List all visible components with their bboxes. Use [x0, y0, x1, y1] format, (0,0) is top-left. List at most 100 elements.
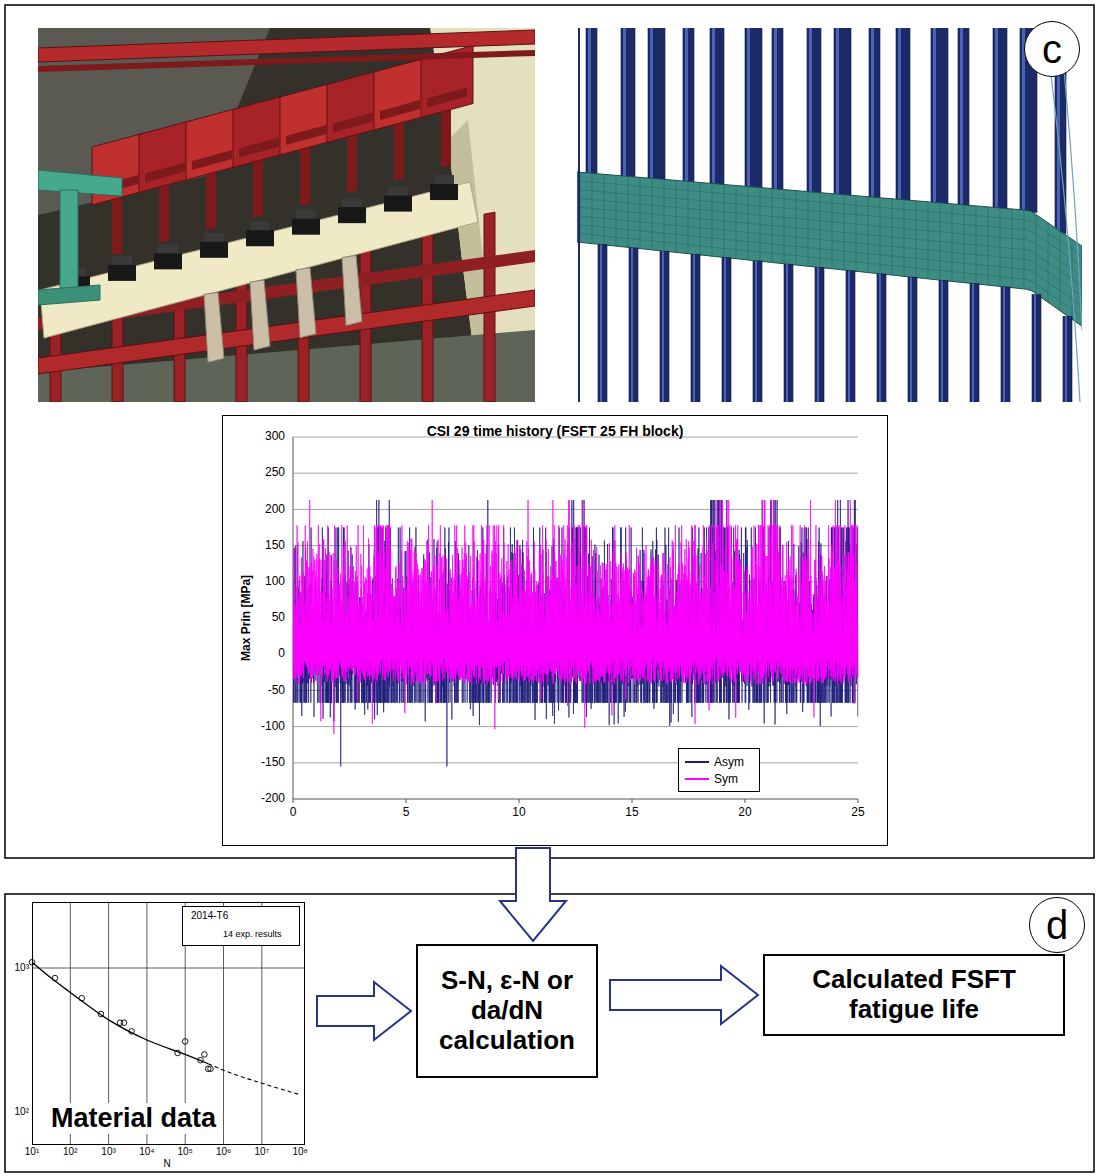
test-rig-photo-part: [250, 221, 270, 231]
time-history-plot-part: [293, 799, 294, 803]
sn-curve-plot-part: [208, 1064, 300, 1095]
finite-element-model-part: [976, 206, 977, 284]
finite-element-model-part: [1001, 287, 1010, 402]
finite-element-model-part: [577, 216, 1082, 296]
time-history-plot-part: [745, 799, 746, 803]
finite-element-model-part: [880, 198, 881, 274]
test-rig-photo-part: [204, 233, 224, 243]
finite-element-model-part: [931, 28, 948, 205]
axis-tick: 150: [265, 539, 285, 553]
process-box: S-N, ε-N or da/dN calculation: [416, 944, 598, 1078]
time-history-plot-part: [293, 799, 858, 800]
finite-element-model-part: [808, 192, 809, 267]
finite-element-model-part: [784, 264, 793, 402]
finite-element-model-part: [868, 197, 869, 273]
panel-letter: c: [1024, 21, 1080, 77]
chart-title: CSI 29 time history (FSFT 25 FH block): [223, 416, 887, 440]
finite-element-model-part: [1003, 287, 1005, 402]
finite-element-model-part: [745, 28, 762, 189]
finite-element-model-part: [712, 28, 715, 186]
log-tick: 10⁶: [216, 1146, 231, 1158]
log-tick: 10²: [15, 1106, 29, 1118]
finite-element-model-part: [691, 254, 700, 402]
finite-element-model-part: [648, 28, 665, 181]
test-rig-photo-part: [296, 268, 316, 338]
panel-letter-text: d: [1046, 902, 1068, 948]
finite-element-model-part: [629, 248, 638, 402]
finite-element-model-part: [908, 277, 917, 402]
test-rig-photo-part: [38, 170, 122, 196]
finite-element-model-part: [933, 28, 936, 205]
finite-element-model-part: [747, 28, 750, 189]
finite-element-model-part: [807, 28, 821, 194]
result-box: Calculated FSFT fatigue life: [763, 954, 1065, 1036]
plot-caption: Material data: [51, 1103, 216, 1134]
chart-legend: AsymSym: [678, 748, 760, 792]
sn-curve-plot-part: [175, 1050, 181, 1056]
finite-element-model-part: [970, 284, 979, 402]
finite-element-model-part: [724, 184, 725, 257]
material-legend-box: 2014-T614 exp. results: [182, 906, 300, 946]
test-rig-photo-part: [139, 121, 191, 193]
block-arrow: [610, 966, 758, 1024]
finite-element-model-part: [877, 274, 886, 402]
test-rig-photo-part: [441, 108, 451, 168]
finite-element-model-part: [993, 28, 1007, 210]
axis-tick: 20: [738, 806, 751, 820]
test-rig-photo-part: [204, 292, 224, 362]
material-legend-text: 14 exp. results: [223, 929, 299, 940]
finite-element-model-part: [928, 202, 929, 279]
finite-element-model-part: [832, 194, 833, 269]
finite-element-model-part: [578, 28, 580, 402]
time-history-plot-part: [293, 762, 858, 763]
axis-tick: -100: [261, 720, 285, 734]
time-history-plot-part: [293, 500, 858, 766]
axis-title: N: [163, 1158, 170, 1170]
finite-element-model-part: [652, 178, 653, 250]
finite-element-model-part: [1034, 295, 1036, 403]
time-history-plot-part: [632, 799, 633, 803]
test-rig-photo-part: [296, 210, 316, 220]
time-history-plot-part: [293, 473, 858, 474]
finite-element-model-part: [1045, 28, 1080, 402]
panel-letter-text: c: [1042, 26, 1062, 72]
finite-element-model-part: [592, 173, 593, 243]
axis-tick: -150: [261, 756, 285, 770]
finite-element-model-part: [577, 181, 1082, 256]
time-history-plot-part-part: [293, 500, 858, 766]
time-history-plot-part: [293, 726, 858, 727]
legend-line: [685, 778, 709, 780]
test-rig-photo-part: [159, 183, 169, 243]
sn-curve-plot-part: [182, 1039, 188, 1045]
test-rig-photo-part: [333, 113, 373, 133]
finite-element-model-part: [796, 191, 797, 265]
finite-element-model-part: [616, 175, 617, 246]
finite-element-model-part: [772, 28, 783, 191]
axis-tick: 200: [265, 503, 285, 517]
finite-element-model-part: [755, 261, 757, 402]
test-rig-photo-part: [292, 219, 320, 235]
finite-element-model-part: [820, 193, 821, 268]
finite-element-model-part: [892, 199, 893, 275]
test-rig-photo-part: [38, 50, 535, 72]
finite-element-model-part: [1024, 210, 1025, 289]
test-rig-photo-part: [342, 256, 362, 326]
log-tick: 10⁸: [292, 1146, 307, 1158]
finite-element-model-part: [844, 195, 845, 270]
finite-element-model-part: [685, 28, 688, 183]
finite-element-model-part: [736, 186, 737, 259]
finite-element-model-part: [952, 204, 953, 282]
finite-element-model-part: [662, 251, 664, 402]
finite-element-model-part: [940, 203, 941, 280]
finite-element-model-part: [588, 28, 591, 175]
test-rig-photo-part: [154, 253, 182, 269]
sn-curve-plot: [29, 903, 304, 1144]
test-rig-photo-part: [250, 280, 270, 350]
finite-element-model-part: [753, 261, 762, 402]
finite-element-model-part: [628, 176, 629, 247]
axis-tick: 0: [290, 806, 297, 820]
finite-element-model-part: [941, 281, 943, 402]
finite-element-model-part: [848, 271, 850, 402]
legend-line: [685, 761, 709, 763]
test-rig-photo-part: [38, 285, 100, 305]
